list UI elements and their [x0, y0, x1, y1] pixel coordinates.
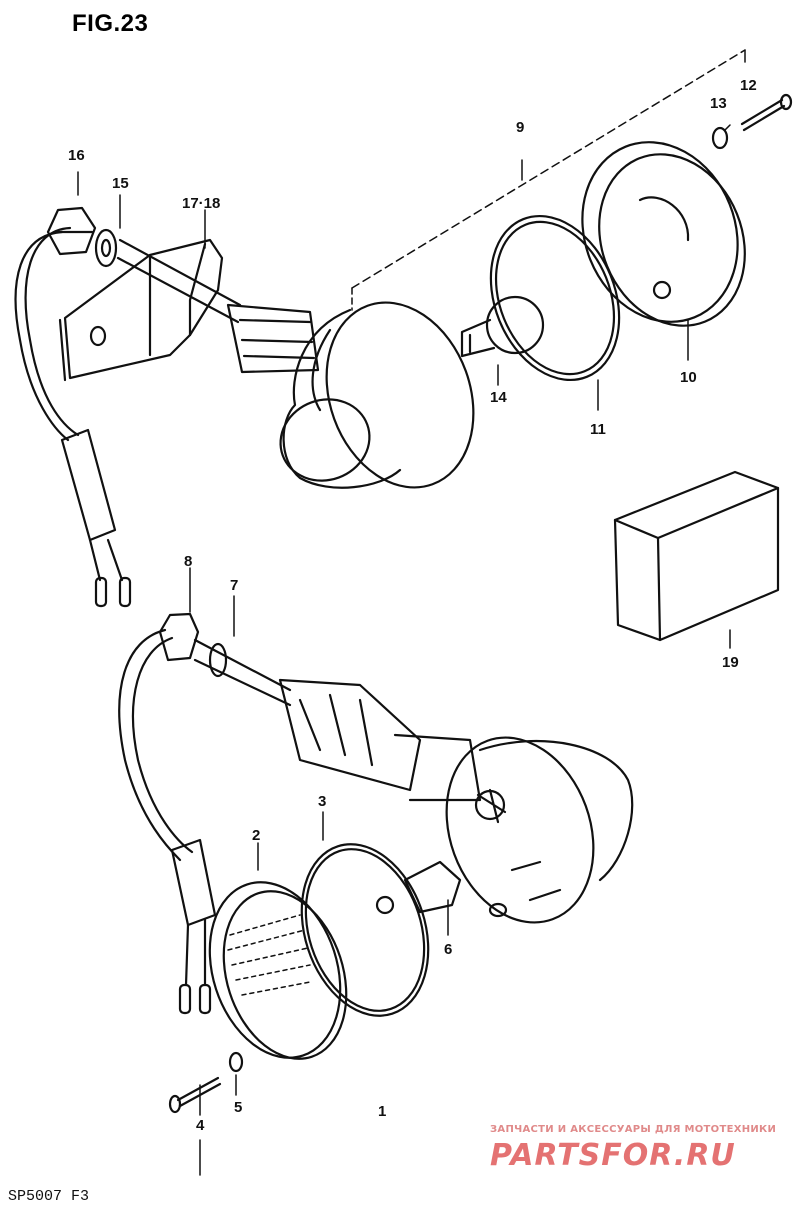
callout-2: 2 — [252, 827, 261, 844]
lens-10 — [581, 141, 746, 327]
callout-8: 8 — [184, 553, 193, 570]
upper-stem — [116, 238, 320, 374]
watermark-tagline: ЗАПЧАСТИ И АКСЕССУАРЫ ДЛЯ МОТОТЕХНИКИ — [490, 1124, 777, 1135]
figure-title: FIG.23 — [72, 10, 149, 37]
bracket-17-18 — [58, 238, 224, 382]
lower-base-6 — [403, 860, 462, 914]
upper-housing-9 — [279, 301, 475, 489]
lower-wire-harness — [118, 628, 217, 1015]
callout-9: 9 — [516, 119, 525, 136]
bulb-14 — [460, 295, 545, 358]
callout-7: 7 — [230, 577, 239, 594]
callout-15: 15 — [112, 175, 129, 192]
callout-16: 16 — [68, 147, 85, 164]
callout-12: 12 — [740, 77, 757, 94]
lower-stem — [193, 638, 482, 802]
screw-4 — [168, 1076, 222, 1114]
gasket-3 — [300, 843, 430, 1017]
screw-12 — [740, 93, 793, 132]
callout-17-18: 17·18 — [182, 195, 221, 212]
reflector-19 — [613, 470, 780, 642]
figure-code: SP5007 F3 — [8, 1188, 90, 1205]
callout-14: 14 — [490, 389, 507, 406]
callout-3: 3 — [318, 793, 327, 810]
callout-5: 5 — [234, 1099, 243, 1116]
washer-15 — [94, 228, 118, 268]
upper-wire-harness — [14, 226, 132, 608]
callout-1: 1 — [378, 1103, 387, 1120]
callout-6: 6 — [444, 941, 453, 958]
watermark-brand: PARTSFOR.RU — [490, 1138, 736, 1173]
washer-7 — [208, 642, 228, 678]
callout-4: 4 — [196, 1117, 205, 1134]
callout-10: 10 — [680, 369, 697, 386]
callout-19: 19 — [722, 654, 739, 671]
callout-11: 11 — [590, 421, 606, 438]
nut-8 — [158, 612, 200, 662]
leader-lines — [77, 49, 746, 1176]
lens-2 — [208, 881, 348, 1060]
washer-5 — [228, 1051, 244, 1073]
washer-13 — [711, 126, 729, 150]
callout-13: 13 — [710, 95, 727, 112]
nut-16 — [46, 206, 97, 256]
lower-housing — [445, 736, 634, 924]
